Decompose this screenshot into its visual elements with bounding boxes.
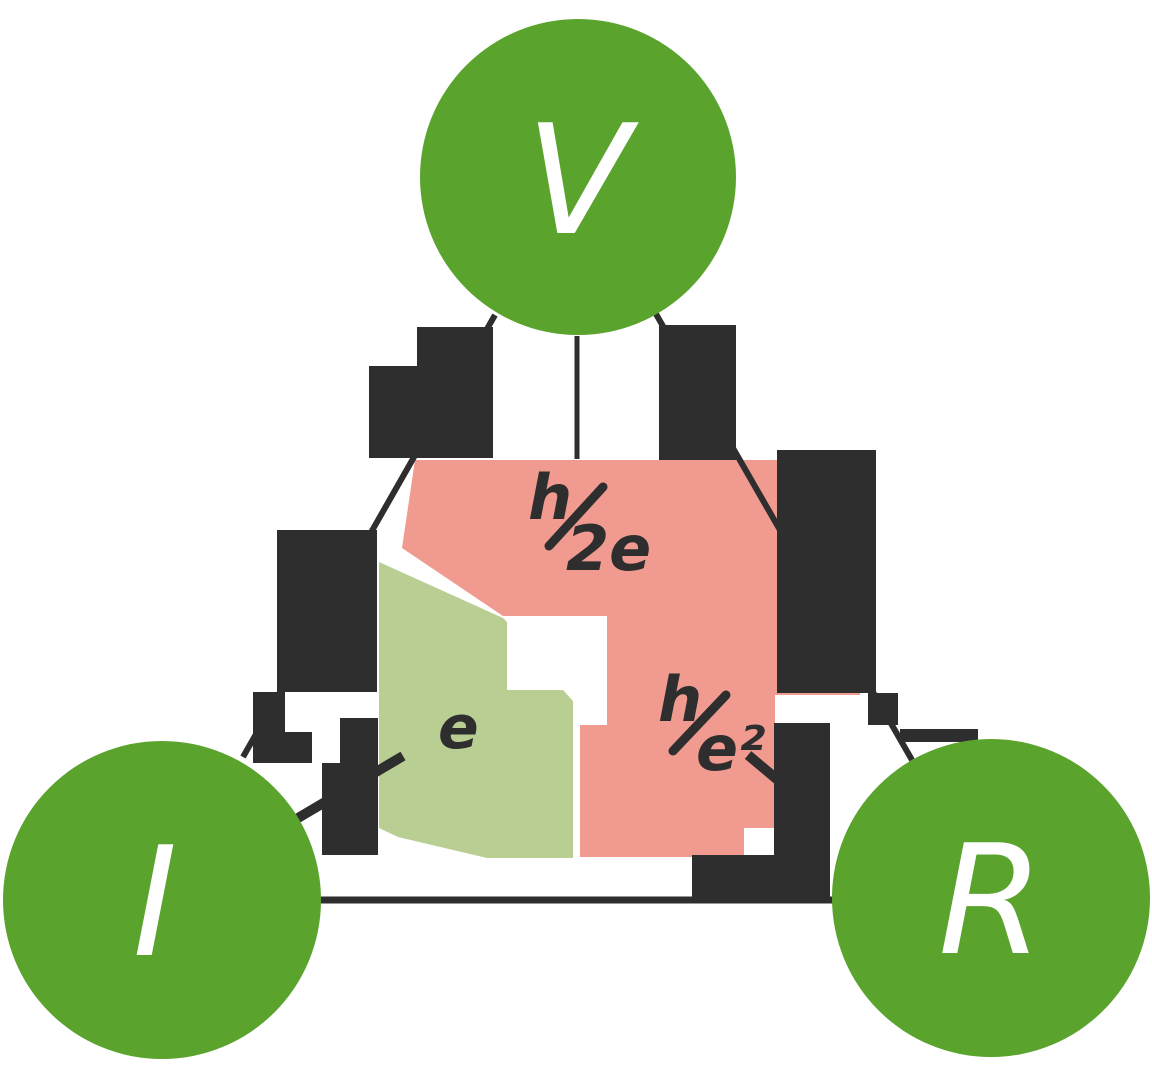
artifact-block-top-right-tall bbox=[659, 325, 736, 460]
artifact-block-left-step bbox=[253, 732, 312, 763]
quantum-hall-label-slash bbox=[668, 690, 731, 756]
single-electron-label: e bbox=[438, 693, 479, 763]
artifact-block-left-column bbox=[277, 530, 377, 692]
artifact-block-left-mid bbox=[340, 718, 378, 763]
josephson-label-denominator: 2e bbox=[566, 512, 651, 585]
tick-single-electron bbox=[295, 751, 406, 823]
tick-quantum-hall bbox=[744, 751, 783, 785]
node-r-label: R bbox=[938, 812, 1044, 989]
josephson-label-slash bbox=[544, 482, 608, 551]
artifact-block-right-column bbox=[777, 450, 876, 693]
artifact-block-r-top-bar bbox=[900, 729, 978, 742]
node-i-circle bbox=[3, 741, 321, 1059]
node-i-label: I bbox=[133, 814, 178, 991]
artifact-block-top-left-tall bbox=[417, 327, 493, 458]
region-set-green bbox=[379, 562, 573, 858]
region-josephson-pink bbox=[402, 460, 860, 857]
node-v-circle bbox=[420, 19, 736, 335]
artifact-block-bottom-band bbox=[692, 855, 830, 897]
quantum-hall-label-denominator: e² bbox=[696, 712, 765, 785]
node-v-label: V bbox=[526, 92, 639, 269]
artifact-block-top-left-small bbox=[369, 366, 417, 458]
artifact-block-right-square bbox=[868, 693, 898, 725]
josephson-label-numerator: h bbox=[528, 461, 572, 534]
node-r-circle bbox=[832, 739, 1150, 1057]
